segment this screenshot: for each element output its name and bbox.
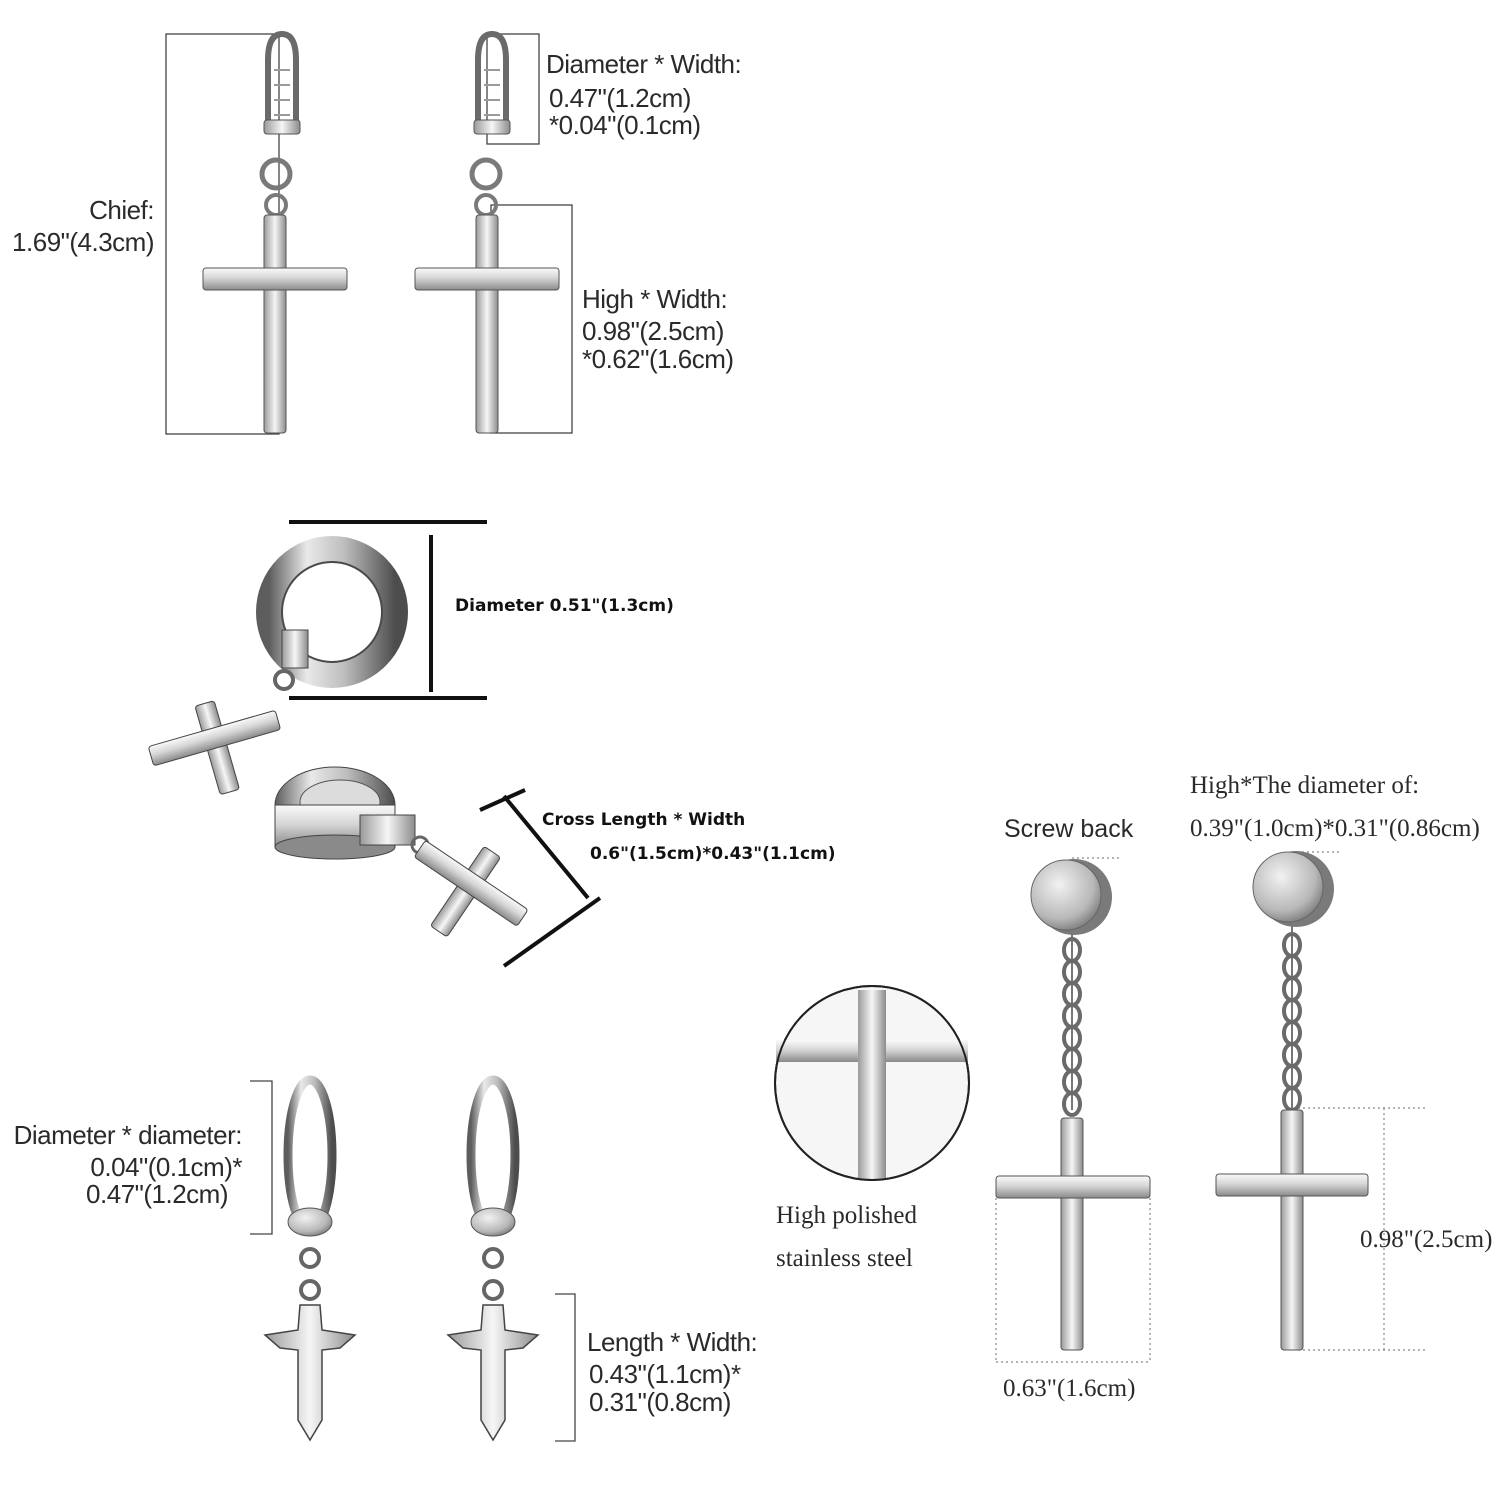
earring-ring-right [446,1075,540,1442]
panel2-earrings [148,520,602,968]
overall-length-bracket [165,33,280,435]
polish-label-2: stainless steel [776,1245,913,1272]
small-cross-value-1: 0.43"(1.1cm)* [589,1359,741,1389]
stud-right [1215,851,1369,1351]
small-cross-value-2: 0.31"(0.8cm) [589,1387,731,1417]
cross-length-line [502,794,590,900]
overall-length-label: Chief: [89,195,154,225]
cross-length-label: Cross Length * Width [542,810,746,830]
cross-size-bracket [555,1293,576,1442]
cross-size-value-2: *0.62"(1.6cm) [582,344,734,374]
panel1-earrings [165,30,573,435]
magnified-detail [774,985,970,1181]
huggie-diameter-label: Diameter 0.51"(1.3cm) [455,596,674,616]
hoop-size-label: Diameter * Width: [546,49,742,79]
cross-width-line-top [479,788,526,812]
ring-size-label: Diameter * diameter: [13,1120,243,1150]
ring-size-value-2: 0.47"(1.2cm) [86,1179,228,1209]
earring-ring-left [263,1075,357,1442]
cross-width-line-bottom [502,896,602,968]
stud-left [995,859,1151,1351]
cross-size-box [490,204,573,434]
chain-cross-width: 0.63"(1.6cm) [1003,1375,1136,1402]
cross-size-label: High * Width: [582,284,728,314]
screw-back-label: Screw back [1004,815,1134,843]
stud-size-value: 0.39"(1.0cm)*0.31"(0.86cm) [1190,815,1480,842]
cross-length-value: 0.6"(1.5cm)*0.43"(1.1cm) [590,844,836,864]
hoop-size-value-2: *0.04"(0.1cm) [549,110,701,140]
ring-size-value-1: 0.04"(0.1cm)* [90,1152,242,1182]
earring-right-lever [414,30,560,434]
cross-size-value-1: 0.98"(2.5cm) [582,316,724,346]
chain-cross-height: 0.98"(2.5cm) [1360,1226,1493,1253]
overall-length-value: 1.69"(4.3cm) [12,227,154,257]
earring-left-lever [202,30,348,434]
panel3-earrings [250,1075,576,1442]
stud-size-label: High*The diameter of: [1190,772,1420,799]
hoop-size-value-1: 0.47"(1.2cm) [549,83,691,113]
polish-label-1: High polished [776,1202,917,1229]
panel4-earrings [774,851,1428,1363]
small-cross-label: Length * Width: [587,1327,758,1357]
huggie-hoop-front [148,536,408,795]
ring-size-bracket [250,1080,273,1235]
hoop-size-box [486,33,540,145]
huggie-hoop-side [274,766,528,937]
